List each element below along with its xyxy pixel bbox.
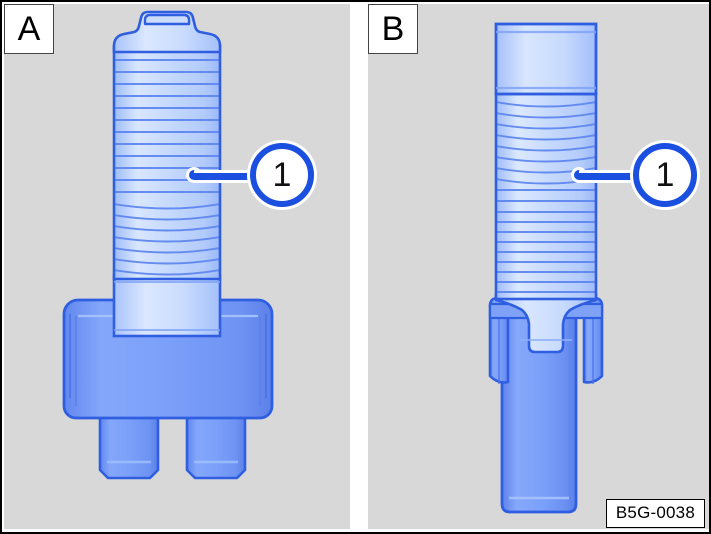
boot-neck (494, 292, 598, 354)
callout-a[interactable]: 1 (250, 143, 314, 207)
connector-housing (488, 296, 604, 514)
panel-letter-a: A (4, 4, 54, 54)
callout-b-number: 1 (633, 143, 697, 207)
bellows-boot-ribs (494, 92, 598, 301)
callout-a-number: 1 (250, 143, 314, 207)
leader-line-b (579, 170, 639, 183)
reference-code-text: B5G-0038 (615, 503, 695, 523)
panel-letter-b-text: B (381, 10, 405, 48)
panel-a-artwork (62, 10, 274, 480)
boot-top-cap (494, 22, 598, 96)
reference-code-box: B5G-0038 (605, 499, 705, 528)
panel-b-artwork (488, 22, 604, 514)
panel-letter-b: B (368, 4, 418, 54)
boot-top-spigot (112, 10, 222, 54)
panel-b: B 1 (368, 4, 709, 529)
callout-b[interactable]: 1 (633, 143, 697, 207)
blade-terminals (98, 413, 247, 480)
boot-skirt (112, 274, 222, 338)
panel-letter-a-text: A (17, 10, 41, 48)
leader-line-a (194, 170, 256, 183)
panel-a: A 1 (4, 4, 350, 529)
bellows-boot-ribs (112, 44, 222, 281)
